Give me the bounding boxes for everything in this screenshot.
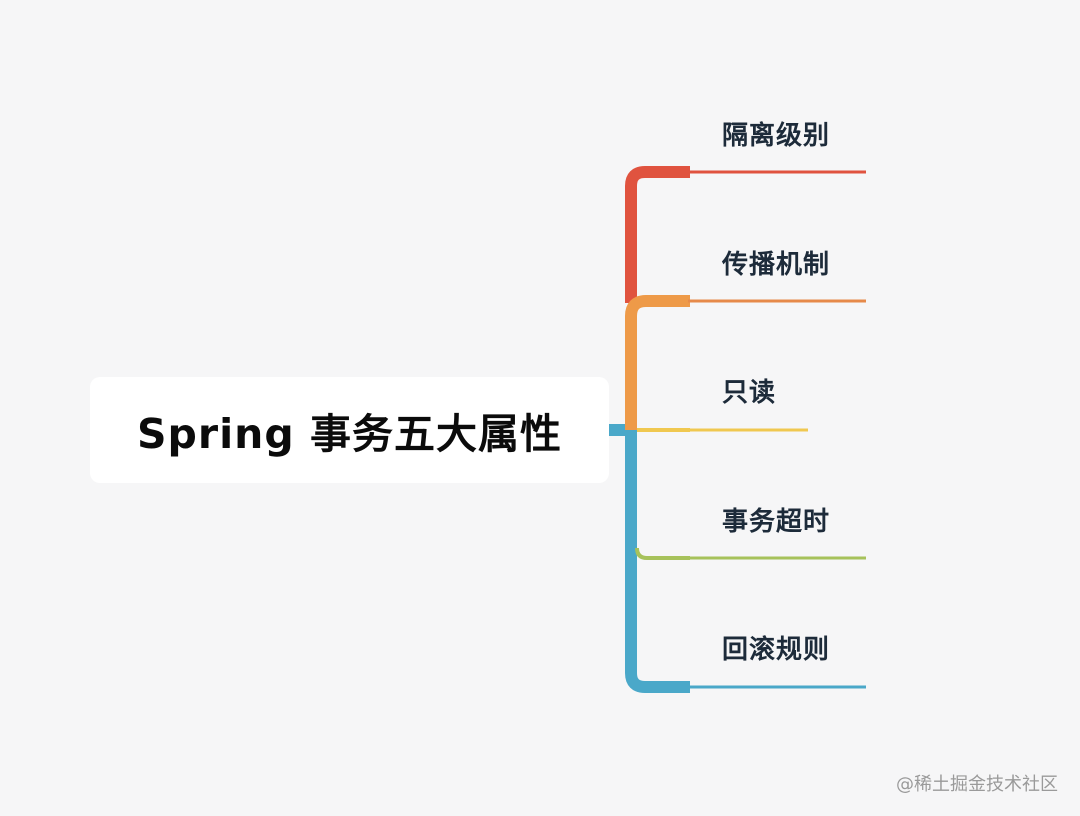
watermark: @稀土掘金技术社区: [896, 774, 1058, 795]
branch-rollback-rules: 回滚规则: [722, 635, 831, 665]
trunk-middle: [625, 295, 690, 430]
trunk-upper: [625, 166, 690, 303]
branch-isolation-level: 隔离级别: [722, 121, 831, 151]
branch-read-only: 只读: [722, 378, 777, 408]
trunk-lower: [625, 430, 690, 693]
branch-propagation: 传播机制: [722, 250, 831, 280]
root-title: Spring 事务五大属性: [137, 410, 562, 458]
link-timeout: [635, 547, 690, 560]
branch-timeout: 事务超时: [722, 507, 831, 537]
root-node: Spring 事务五大属性: [90, 377, 609, 483]
